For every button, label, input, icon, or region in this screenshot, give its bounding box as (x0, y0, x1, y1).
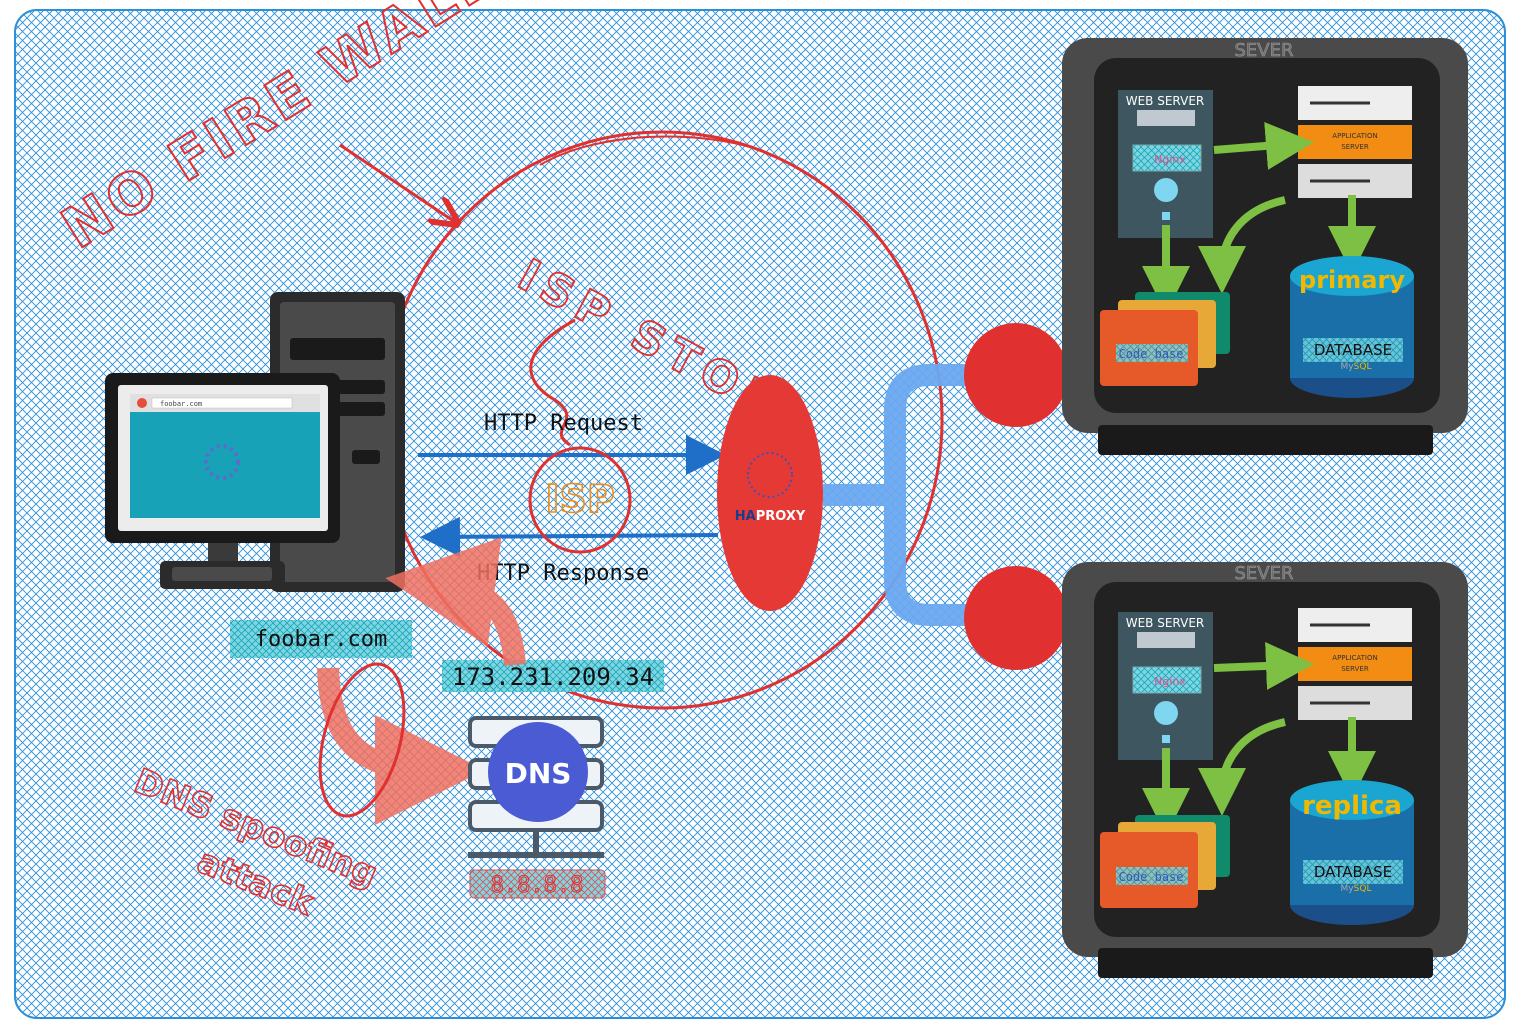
server1-app-server (1298, 125, 1412, 159)
server1-title: SEVER (1235, 40, 1294, 61)
domain-label: foobar.com (255, 627, 387, 652)
server1-db-engine: MySQL (1341, 362, 1372, 372)
haproxy-logo: HAPROXY (735, 509, 806, 524)
server2-app-server-line2: SERVER (1341, 665, 1369, 673)
resolved-ip: 173.231.209.34 (452, 663, 654, 691)
server2-connection-dot (964, 566, 1068, 670)
server1-db-label: DATABASE (1314, 341, 1392, 359)
server2-app-to-code-arrow (1198, 718, 1286, 816)
server2-title: SEVER (1235, 563, 1294, 584)
server2-db-role: replica (1302, 791, 1402, 821)
isp-stop-squiggle (529, 318, 576, 447)
server1-connection-dot (964, 323, 1068, 427)
server2-web-server-label: WEB SERVER (1126, 616, 1205, 630)
isp-circle (528, 446, 632, 554)
dns-lookup-arrow (317, 667, 485, 825)
haproxy-logo-icon (747, 452, 793, 498)
dns-icon-label: DNS (505, 757, 572, 790)
lb-link-bus (823, 364, 968, 626)
server2-app-server (1298, 647, 1412, 681)
server1-nginx-box (1132, 144, 1202, 172)
server2-database (1290, 780, 1414, 820)
server1-app-to-code-arrow (1198, 196, 1286, 294)
http-response-arrow (420, 516, 719, 557)
server2-nginx-label: Nginx (1154, 675, 1186, 688)
server-rack-1: SEVER WEB SERVER Nginx APPLICATION SERVE… (1062, 38, 1468, 455)
server1-database (1290, 256, 1414, 296)
server1-codebase-label: Code base (1118, 347, 1183, 361)
server1-db-role: primary (1299, 266, 1405, 294)
server2-codebase-label: Code base (1118, 870, 1183, 884)
spoofing-circle (318, 662, 406, 818)
haproxy-load-balancer (717, 375, 823, 611)
dns-server: DNS (468, 716, 604, 858)
server2-app-server-line1: APPLICATION (1332, 654, 1377, 662)
server1-app-server-line1: APPLICATION (1332, 132, 1377, 140)
no-firewall-arrow (339, 143, 455, 222)
server1-nginx-label: Nginx (1154, 153, 1186, 166)
client-computer: foobar.com (105, 292, 405, 592)
server1-web-to-app-arrow (1213, 121, 1314, 170)
server2-web-to-app-arrow (1213, 641, 1314, 690)
dns-response-arrow (385, 537, 526, 667)
dns-server-ip: 8.8.8.8 (491, 873, 584, 898)
server2-nginx-box (1132, 666, 1202, 694)
loading-spinner-icon (204, 444, 240, 480)
domain-label-box (230, 620, 412, 658)
server-rack-2: SEVER WEB SERVER Nginx APPLICATION SERVE… (1062, 562, 1468, 978)
globe-icon (488, 722, 588, 822)
server1-app-server-line2: SERVER (1341, 143, 1369, 151)
server1-web-server-label: WEB SERVER (1126, 94, 1205, 108)
http-response-label: HTTP Response (477, 561, 649, 586)
server2-db-engine: MySQL (1341, 884, 1372, 894)
server2-db-label: DATABASE (1314, 863, 1392, 881)
http-request-label: HTTP Request (484, 411, 643, 436)
browser-url: foobar.com (160, 400, 202, 408)
browser-window (130, 394, 320, 518)
resolved-ip-box (442, 660, 664, 692)
chrome-icon (137, 398, 147, 408)
isp-annotation: ISP (545, 477, 614, 521)
dns-ip-box (469, 869, 606, 899)
